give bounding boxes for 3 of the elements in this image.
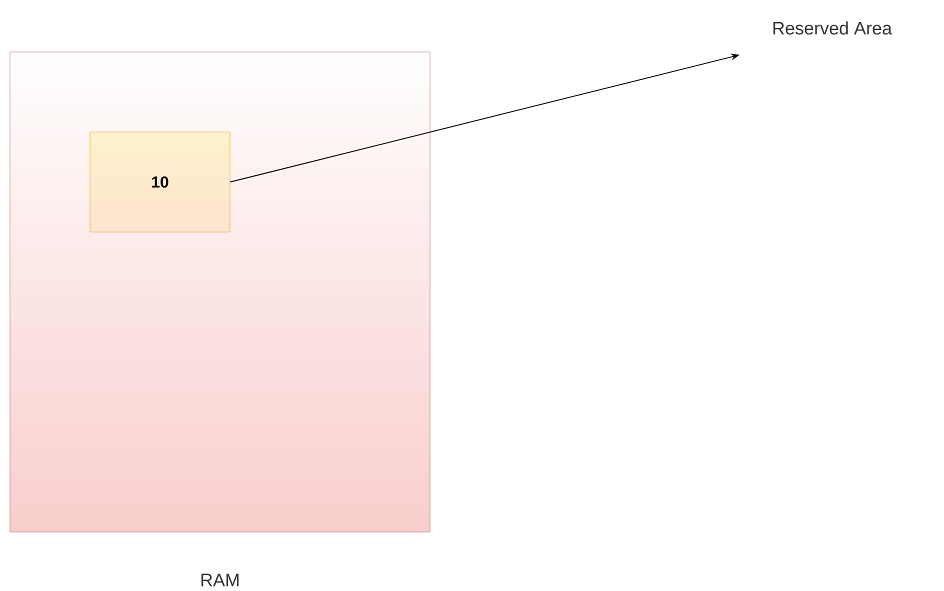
area-label: Reserved Area [773,21,892,35]
node-label: RAM [201,574,239,586]
value-box: 10 [90,132,230,232]
